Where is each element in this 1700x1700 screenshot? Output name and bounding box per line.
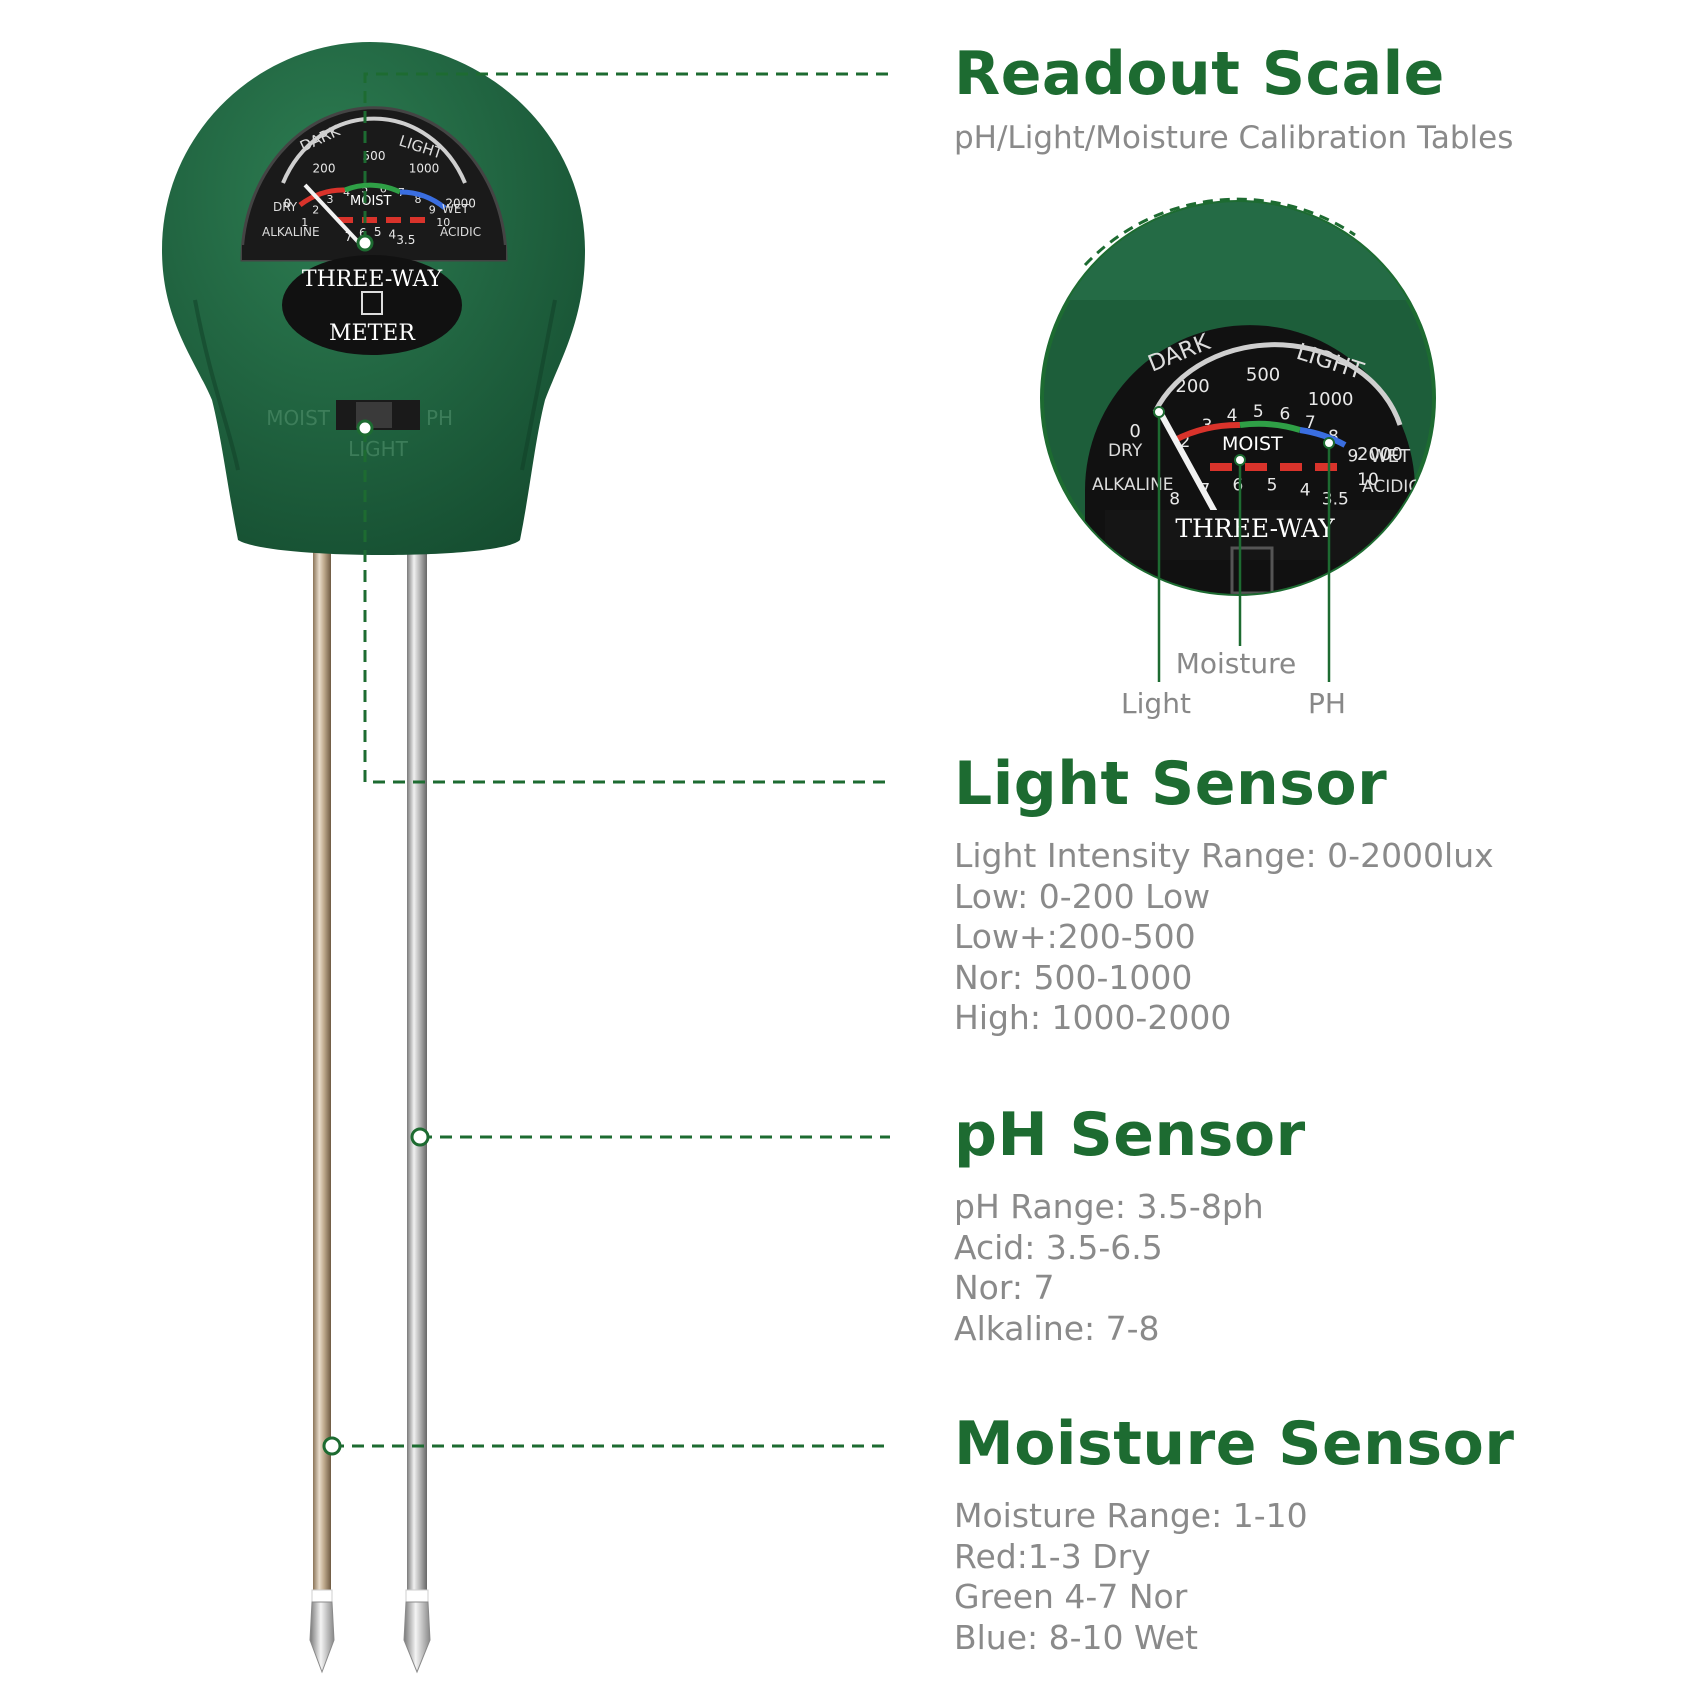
zoom-callout-moisture: Moisture <box>1175 647 1297 680</box>
zoom-moisture-tick-label: 10 <box>1357 470 1379 490</box>
dial-moist-label: MOIST <box>350 194 392 209</box>
readout-scale-section: Readout Scale pH/Light/Moisture Calibrat… <box>954 39 1514 157</box>
zoom-wet-label: WET <box>1370 446 1411 467</box>
zoom-moisture-tick-label: 7 <box>1305 413 1316 433</box>
zoom-ph-tick-label: 3.5 <box>1322 490 1349 510</box>
light-spec-line: Light Intensity Range: 0-2000lux <box>954 836 1494 875</box>
moisture-tick-label: 9 <box>429 203 436 216</box>
lux-tick-label: 0 <box>284 197 292 211</box>
zoom-moisture-tick-label: 6 <box>1279 404 1290 424</box>
zoom-ph-tick-label: 4 <box>1300 480 1311 500</box>
readout-scale-subtitle: pH/Light/Moisture Calibration Tables <box>954 120 1514 156</box>
zoom-moist-label: MOIST <box>1222 433 1283 455</box>
zoom-dry-label: DRY <box>1108 441 1143 461</box>
switch-moist-label: MOIST <box>266 406 331 430</box>
dial-alkaline-label: ALKALINE <box>262 225 320 239</box>
switch-ph-label: PH <box>426 406 453 430</box>
moisture-spec-line: Moisture Range: 1-10 <box>954 1496 1308 1535</box>
dial-lux-ticks: 0 200 500 1000 2000 <box>284 149 476 211</box>
zoom-needle <box>1157 410 1225 527</box>
lux-tick-label: 500 <box>363 149 386 163</box>
light-spec-line: Low+:200-500 <box>954 917 1196 956</box>
moisture-spec-line: Blue: 8-10 Wet <box>954 1617 1198 1657</box>
brand-line2: METER <box>329 321 416 346</box>
light-spec-line: High: 1000-2000 <box>954 998 1232 1037</box>
brand-line1: THREE-WAY <box>302 267 443 292</box>
dial-acidic-label: ACIDIC <box>440 225 481 239</box>
moisture-spec-line: Green 4-7 Nor <box>954 1577 1188 1616</box>
zoom-callout-ph: PH <box>1308 687 1346 720</box>
ph-tick-label: 3.5 <box>396 233 415 247</box>
zoom-moisture-tick-label: 4 <box>1227 406 1238 426</box>
zoom-lux-ticks: 0 200 500 1000 2000 <box>1129 365 1402 465</box>
moisture-tick-label: 4 <box>343 186 350 199</box>
dial-wet-label: WET <box>442 202 469 216</box>
zoom-alkaline-label: ALKALINE <box>1092 475 1174 495</box>
ph-sensor-section: pH Sensor pH Range: 3.5-8ph Acid: 3.5-6.… <box>954 1104 1306 1349</box>
zoom-moisture-tick-label: 5 <box>1253 402 1264 422</box>
moisture-spec-line: Red:1-3 Dry <box>954 1536 1151 1576</box>
zoom-callout-lines <box>1153 406 1335 682</box>
lux-tick-label: 2000 <box>445 197 476 211</box>
mode-switch: MOIST PH LIGHT <box>266 400 453 461</box>
light-spec-line: Low: 0-200 Low <box>954 876 1211 916</box>
ph-tick-label: 7 <box>345 230 353 244</box>
moisture-sensor-title: Moisture Sensor <box>954 1409 1515 1479</box>
moisture-tick-label: 5 <box>361 183 368 196</box>
zoom-lux-tick-label: 1000 <box>1308 389 1354 410</box>
zoom-callout-light: Light <box>1121 687 1191 720</box>
zoom-ph-tick-label: 5 <box>1267 476 1278 496</box>
brand-plate: THREE-WAY METER <box>282 255 462 355</box>
moisture-tick-label: 10 <box>436 216 450 229</box>
zoom-lux-tick-label: 500 <box>1246 365 1280 386</box>
probe-rods <box>309 550 431 1674</box>
lux-tick-label: 200 <box>313 162 336 176</box>
zoom-ph-tick-label: 8 <box>1169 490 1180 510</box>
lux-tick-label: 1000 <box>409 162 440 176</box>
moisture-tick-label: 2 <box>312 203 319 216</box>
moisture-tick-label: 1 <box>301 216 308 229</box>
zoom-moisture-tick-label: 2 <box>1179 432 1190 452</box>
moisture-sensor-section: Moisture Sensor Moisture Range: 1-10 Red… <box>954 1413 1514 1658</box>
ph-tick-label: 6 <box>359 226 367 240</box>
light-spec-line: Nor: 500-1000 <box>954 957 1193 997</box>
light-sensor-section: Light Sensor Light Intensity Range: 0-20… <box>954 753 1494 1039</box>
leader-dots <box>322 234 430 1456</box>
ph-tick-label: 4 <box>388 228 396 242</box>
zoom-lux-tick-label: 200 <box>1175 376 1209 397</box>
dial-ph-band <box>338 217 425 223</box>
ph-spec-line: Nor: 7 <box>954 1268 1055 1307</box>
dial-needle <box>303 183 364 248</box>
leader-readout <box>363 72 895 243</box>
leader-light <box>363 430 890 784</box>
moisture-tick-label: 3 <box>327 193 334 206</box>
zoom-brand-line1: THREE-WAY <box>1175 514 1335 543</box>
dial-dry-label: DRY <box>273 200 298 214</box>
zoom-ph-tick-label: 6 <box>1232 476 1243 496</box>
ph-spec-line: Acid: 3.5-6.5 <box>954 1227 1163 1267</box>
zoom-lux-tick-label: 2000 <box>1357 444 1403 465</box>
readout-scale-title: Readout Scale <box>954 39 1445 109</box>
ph-sensor-title: pH Sensor <box>954 1100 1306 1170</box>
zoom-acidic-label: ACIDIC <box>1362 477 1420 497</box>
light-sensor-title: Light Sensor <box>954 749 1388 819</box>
moisture-tick-label: 8 <box>415 193 422 206</box>
ph-spec-line: Alkaline: 7-8 <box>954 1308 1160 1348</box>
ph-tick-label: 5 <box>374 225 382 239</box>
switch-light-label: LIGHT <box>348 437 409 461</box>
zoom-moisture-tick-label: 9 <box>1347 446 1358 466</box>
ph-spec-line: pH Range: 3.5-8ph <box>954 1187 1264 1226</box>
zoom-lux-tick-label: 0 <box>1129 421 1140 442</box>
moisture-tick-label: 6 <box>380 183 387 196</box>
leader-lines <box>332 72 895 1448</box>
